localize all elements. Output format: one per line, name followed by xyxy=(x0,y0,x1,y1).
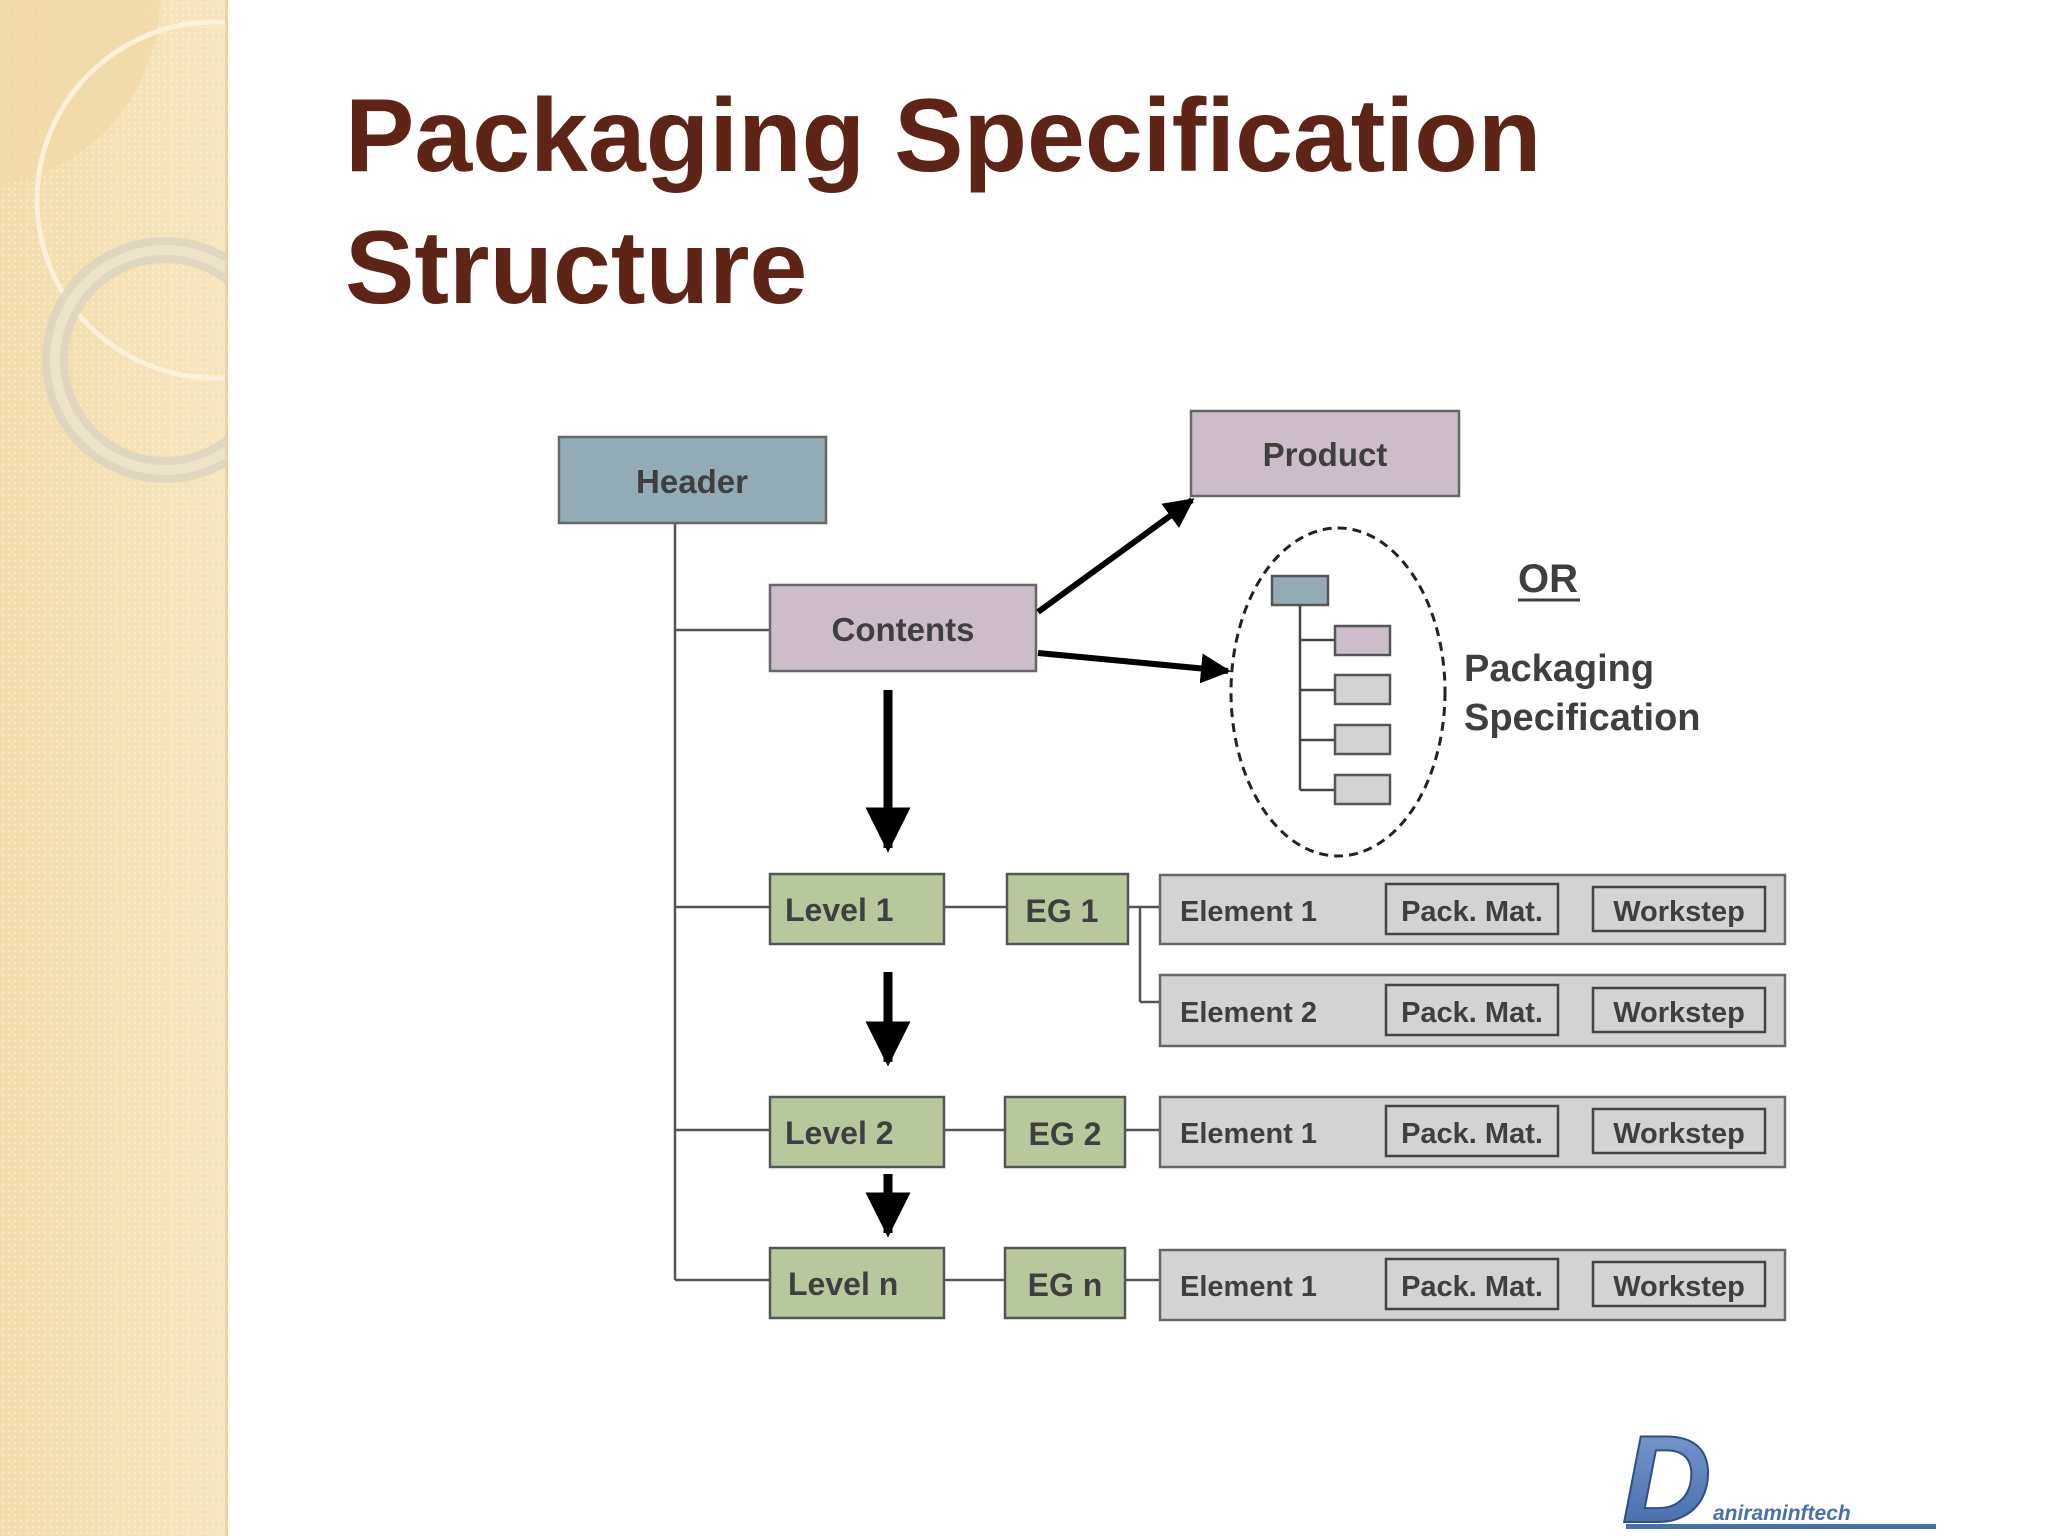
element-group-box xyxy=(1003,1246,1127,1320)
element-label: Element 2 xyxy=(1180,997,1317,1029)
slide-title-line-2: Structure xyxy=(345,210,808,326)
slide-title-line-1: Packaging Specification xyxy=(345,78,1542,194)
header-node: Header xyxy=(557,435,828,525)
pack-mat-label: Pack. Mat. xyxy=(1401,1118,1543,1150)
eg-1-node: EG 1 xyxy=(1005,872,1130,946)
pack-mat-box xyxy=(1384,983,1560,1037)
element-label: Element 1 xyxy=(1180,1118,1317,1150)
header-box xyxy=(557,435,828,525)
pack-mat-label: Pack. Mat. xyxy=(1401,1271,1543,1303)
level-box xyxy=(768,872,946,946)
level-box xyxy=(768,1246,946,1320)
element-row-1: Element 1 Pack. Mat. Workstep xyxy=(1158,873,1787,946)
level-label: Level 1 xyxy=(785,892,894,928)
pack-mat-box xyxy=(1384,1104,1560,1158)
element-row-3: Element 1 Pack. Mat. Workstep xyxy=(1158,1095,1787,1169)
workstep-box xyxy=(1591,1260,1767,1308)
packaging-spec-label-line-1: Packaging xyxy=(1464,648,1654,690)
eg-2-node: EG 2 xyxy=(1003,1095,1127,1169)
logo-underline xyxy=(1626,1524,1936,1529)
mini-contents-box xyxy=(1333,624,1392,657)
pack-mat-box xyxy=(1384,1257,1560,1311)
tree-connectors xyxy=(673,522,1160,1282)
workstep-label: Workstep xyxy=(1613,896,1745,928)
eg-n-node: EG n xyxy=(1003,1246,1127,1320)
mini-level-box xyxy=(1333,673,1392,706)
level-label: Level 2 xyxy=(785,1115,894,1151)
packaging-spec-mini-tree xyxy=(1229,526,1447,858)
element-label: Element 1 xyxy=(1180,896,1317,928)
company-logo: D aniraminftech xyxy=(1621,1430,1936,1530)
workstep-box xyxy=(1591,986,1767,1034)
logo-letter: D xyxy=(1622,1430,1712,1530)
pack-mat-label: Pack. Mat. xyxy=(1401,896,1543,928)
workstep-label: Workstep xyxy=(1613,997,1745,1029)
level-label: Level n xyxy=(788,1266,898,1302)
packaging-spec-label-line-2: Specification xyxy=(1464,697,1701,739)
element-group-box xyxy=(1005,872,1130,946)
level-1-node: Level 1 xyxy=(768,872,946,946)
element-row-4: Element 1 Pack. Mat. Workstep xyxy=(1158,1248,1787,1322)
or-label-group: OR Packaging Specification xyxy=(1464,557,1701,739)
workstep-box xyxy=(1591,885,1767,933)
decorative-rings xyxy=(0,0,228,483)
contents-node: Contents xyxy=(768,583,1038,673)
contents-label: Contents xyxy=(832,611,975,648)
level-2-node: Level 2 xyxy=(768,1095,946,1169)
slide-title: Packaging Specification Structure xyxy=(345,70,1845,334)
element-row-2: Element 2 Pack. Mat. Workstep xyxy=(1158,973,1787,1048)
level-box xyxy=(768,1095,946,1169)
product-box xyxy=(1189,409,1461,498)
element-group-label: EG 1 xyxy=(1026,893,1099,929)
arrow-to-packaging-spec xyxy=(1037,650,1231,684)
workstep-label: Workstep xyxy=(1613,1271,1745,1303)
arrows xyxy=(865,497,1231,1238)
dashed-ellipse xyxy=(1229,526,1447,858)
product-node: Product xyxy=(1189,409,1461,498)
decorative-side-panel xyxy=(0,0,228,1536)
mini-header-box xyxy=(1270,574,1330,607)
mini-level-box xyxy=(1333,773,1392,806)
pack-mat-box xyxy=(1384,882,1560,936)
element-group-label: EG 2 xyxy=(1029,1116,1102,1152)
or-label: OR xyxy=(1518,557,1578,601)
header-label: Header xyxy=(636,463,748,500)
product-label: Product xyxy=(1263,436,1388,473)
mini-level-box xyxy=(1333,723,1392,756)
logo-wordmark: aniraminftech xyxy=(1713,1502,1851,1525)
workstep-box xyxy=(1591,1107,1767,1155)
workstep-label: Workstep xyxy=(1613,1118,1745,1150)
arrow-to-product xyxy=(1036,497,1195,615)
element-group-box xyxy=(1003,1095,1127,1169)
element-label: Element 1 xyxy=(1180,1271,1317,1303)
pack-mat-label: Pack. Mat. xyxy=(1401,997,1543,1029)
contents-box xyxy=(768,583,1038,673)
level-n-node: Level n xyxy=(768,1246,946,1320)
element-group-label: EG n xyxy=(1028,1267,1103,1303)
